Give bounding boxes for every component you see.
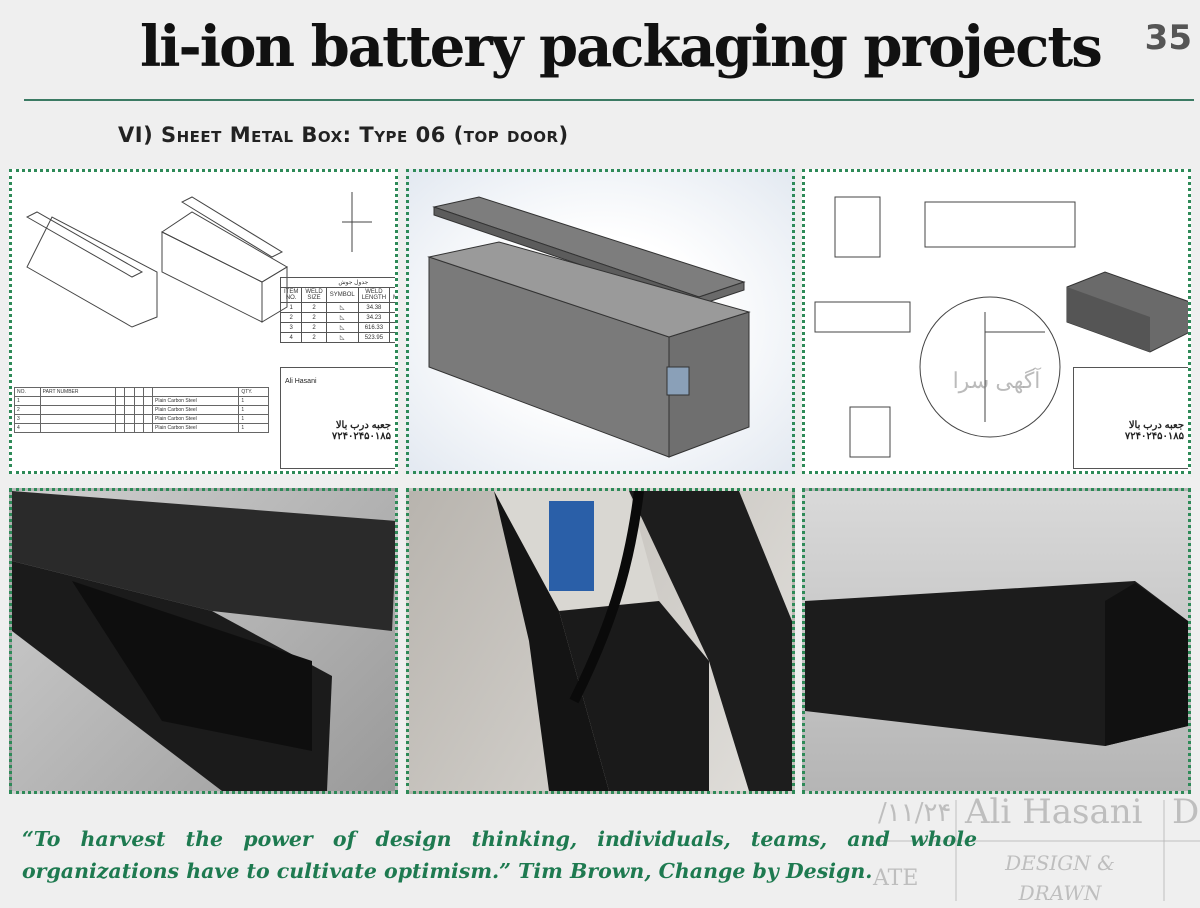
cell: 4 [14, 423, 41, 433]
cell: Plain Carbon Steel [152, 405, 240, 415]
box-with-cells-photo [494, 491, 792, 791]
section-view-drawing [814, 196, 1188, 458]
cell: 2 [301, 312, 327, 323]
weld-header: WELD LENGTH [357, 287, 391, 303]
cell [389, 322, 395, 333]
3d-render-panel [406, 169, 795, 474]
cell: 1 [238, 414, 269, 424]
cell: 1 [14, 396, 41, 406]
ghost-extra: D [1172, 792, 1200, 832]
cell: 3 [279, 322, 303, 333]
weld-table-title: جدول جوش [280, 277, 395, 288]
cell: Plain Carbon Steel [152, 414, 240, 424]
parts-header: QTY. [238, 387, 269, 397]
box-closeup-photo [805, 581, 1188, 746]
cell: ◺ [325, 302, 359, 313]
cell: 1 [238, 396, 269, 406]
cell: 1 [238, 423, 269, 433]
cell: ◺ [325, 312, 359, 323]
cell: ◺ [325, 322, 359, 333]
cell: 2 [301, 332, 327, 343]
open-box-photo [12, 491, 395, 791]
watermark-text: آگهی سرا [952, 368, 1041, 393]
cell: 34.23 [357, 312, 391, 323]
cell: ◺ [325, 332, 359, 343]
quote-text: “To harvest the power of design thinking… [22, 827, 977, 883]
parts-header: PART NUMBER [39, 387, 117, 397]
ghost-grid-line [955, 800, 957, 901]
cell: Plain Carbon Steel [152, 396, 240, 406]
cell: 2 [14, 405, 41, 415]
section-subtitle: VI) Sheet Metal Box: Type 06 (top door) [118, 123, 569, 147]
cell: 1 [238, 405, 269, 415]
designer-name: Ali Hasani [285, 378, 317, 385]
cell: Plain Carbon Steel [152, 423, 240, 433]
cell [389, 302, 395, 313]
parts-header: NO. [14, 387, 41, 397]
cell [389, 332, 395, 343]
page-number: 35 [1144, 18, 1192, 58]
cell: 3 [14, 414, 41, 424]
cell: 2 [279, 312, 303, 323]
weld-header: SYMBOL [325, 287, 359, 303]
cell: 2 [301, 322, 327, 333]
cell: 2 [301, 302, 327, 313]
weld-table: جدول جوش ITEM NO. WELD SIZE SYMBOL WELD … [279, 277, 395, 343]
title-divider [24, 99, 1194, 101]
cell: 34.38 [357, 302, 391, 313]
photo-box-with-cells [406, 488, 795, 794]
ghost-name: Ali Hasani [965, 792, 1143, 832]
ghost-grid-line [1163, 800, 1165, 901]
drawing-name: جعبه درب بالا [335, 420, 391, 431]
weld-header: WELD MATERIAL [389, 287, 395, 303]
cell: 616.33 [357, 322, 391, 333]
drawing-code: ۷۲۴۰۲۴۵۰۱۸۵ [1124, 431, 1184, 442]
cell: 4 [279, 332, 303, 343]
drawing-name: جعبه درب بالا [1128, 420, 1184, 431]
weld-header: WELD SIZE [301, 287, 327, 303]
slide-title: li-ion battery packaging projects [140, 14, 1103, 80]
ghost-role: DESIGN & DRAWN [1005, 851, 1115, 905]
photo-box-closeup [802, 488, 1191, 794]
cell: 1 [279, 302, 303, 313]
assembly-drawing-panel: جدول جوش ITEM NO. WELD SIZE SYMBOL WELD … [9, 169, 398, 474]
cell [389, 312, 395, 323]
ghost-label: ATE [873, 866, 919, 891]
ghost-grid-line [870, 840, 1200, 842]
weld-header: ITEM NO. [279, 287, 303, 303]
photo-open-box [9, 488, 398, 794]
drawing-code: ۷۲۴۰۲۴۵۰۱۸۵ [331, 431, 391, 442]
box-3d-render [427, 196, 751, 458]
cell: 523.95 [357, 332, 391, 343]
ghost-date: /۱۱/۲۴ [878, 798, 952, 828]
